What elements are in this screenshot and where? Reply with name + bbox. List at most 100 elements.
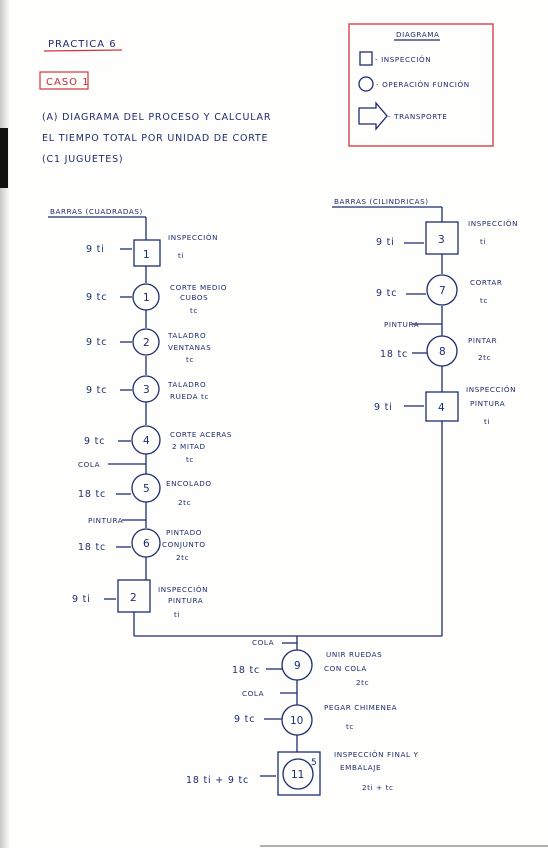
case-label: CASO 1 (46, 77, 90, 88)
step-desc: tc (186, 455, 194, 464)
operation-number: 8 (439, 346, 446, 358)
step-desc: TALADRO (167, 331, 206, 340)
operation-number: 1 (143, 292, 150, 304)
operation-circle-4 (131, 425, 161, 455)
operation-number: 3 (143, 384, 150, 396)
inspection-square-2 (117, 579, 151, 613)
operation-circle-2 (132, 328, 160, 356)
header: PRACTICA 6 CASO 1 (A) DIAGRAMA DEL PROCE… (39, 39, 271, 165)
right-branch-steps: 3 9 ti INSPECCIÓN ti 7 9 tc CORTAR tc PI… (374, 219, 518, 426)
legend: DIAGRAMA - INSPECCIÓN - OPERACIÓN FUNCIÓ… (348, 23, 494, 147)
step-time: 18 tc (380, 349, 408, 360)
operation-circle-7 (426, 274, 458, 306)
operation-circle-8 (426, 335, 458, 367)
step-desc: CORTE ACERAS (170, 430, 232, 439)
step-time: 9 tc (376, 288, 397, 299)
practice-title: PRACTICA 6 (48, 39, 117, 50)
right-branch-label: BARRAS (CILINDRICAS) (334, 197, 429, 206)
step-desc: 2tc (478, 353, 491, 362)
input-label: PINTURA (88, 516, 123, 525)
inspection-number: 3 (438, 234, 445, 246)
input-label: COLA (242, 689, 264, 698)
legend-inspection-label: - INSPECCIÓN (375, 55, 431, 64)
input-label: COLA (252, 638, 274, 647)
step-desc: ENCOLADO (166, 479, 212, 488)
inspection-square-4 (425, 391, 459, 422)
step-desc: CORTAR (470, 278, 503, 287)
binder-edge-mark (0, 128, 8, 188)
combined-circle-11 (282, 758, 314, 790)
step-desc: PEGAR CHIMENEA (324, 703, 397, 712)
operation-circle-10 (281, 704, 313, 736)
input-label: COLA (78, 460, 100, 469)
step-time: 9 ti (72, 594, 91, 605)
statement-line-1: (A) DIAGRAMA DEL PROCESO Y CALCULAR (42, 112, 271, 123)
step-desc: CUBOS (180, 293, 208, 302)
step-desc: tc (186, 355, 194, 364)
step-desc: UNIR RUEDAS (326, 650, 382, 659)
legend-circle-icon (358, 76, 374, 92)
operation-circle-5 (131, 473, 161, 503)
left-branch-steps: 1 9 ti INSPECCIÓN ti 1 9 tc CORTE MEDIO … (72, 233, 232, 619)
step-desc: tc (190, 306, 198, 315)
step-desc: 2tc (176, 553, 189, 562)
step-desc: PINTAR (468, 336, 497, 345)
flow-connectors (108, 207, 443, 752)
operation-circle-1 (132, 283, 160, 311)
corner-number: 5 (311, 758, 317, 768)
step-desc: INSPECCIÓN (168, 233, 218, 242)
inspection-number: 4 (438, 402, 445, 414)
legend-border (348, 23, 494, 147)
operation-number: 7 (439, 285, 446, 297)
step-desc: CON COLA (324, 664, 367, 673)
step-desc: PINTURA (168, 596, 203, 605)
legend-square-icon (359, 51, 373, 66)
operation-number: 11 (291, 769, 304, 781)
statement-line-2: EL TIEMPO TOTAL POR UNIDAD DE CORTE (42, 133, 268, 144)
legend-transport-label: - TRANSPORTE (388, 112, 447, 121)
step-desc: INSPECCIÓN (466, 385, 516, 394)
legend-arrow-icon (358, 101, 388, 131)
step-time: 9 tc (84, 436, 105, 447)
step-time: 9 tc (86, 385, 107, 396)
statement-line-3: (C1 JUGUETES) (42, 154, 123, 165)
merge-steps: COLA 9 18 tc UNIR RUEDAS CON COLA 2tc CO… (186, 638, 418, 796)
step-desc: tc (480, 296, 488, 305)
operation-number: 4 (143, 435, 150, 447)
step-desc: PINTADO (166, 528, 202, 537)
operation-number: 10 (290, 715, 303, 727)
step-desc: 2ti + tc (362, 783, 394, 792)
operation-number: 9 (294, 660, 301, 672)
operation-circle-9 (281, 649, 313, 681)
inspection-square-3 (425, 221, 459, 255)
step-desc: ti (480, 237, 486, 246)
inspection-number: 2 (130, 592, 137, 604)
input-label: PINTURA (384, 320, 419, 329)
step-desc: CONJUNTO (162, 540, 206, 549)
legend-operation-label: - OPERACIÓN FUNCIÓN (376, 80, 470, 89)
step-time: 9 ti (374, 402, 393, 413)
step-desc: TALADRO (167, 380, 206, 389)
step-desc: EMBALAJE (340, 763, 381, 772)
step-time: 9 tc (234, 714, 255, 725)
step-time: 18 tc (232, 665, 260, 676)
step-desc: CORTE MEDIO (170, 283, 227, 292)
inspection-number: 1 (143, 249, 150, 261)
operation-number: 2 (143, 337, 150, 349)
step-time: 9 ti (376, 237, 395, 248)
left-branch-label: BARRAS (CUADRADAS) (50, 207, 143, 216)
step-desc: ti (484, 417, 490, 426)
operation-circle-6 (131, 528, 161, 558)
step-time: 18 tc (78, 489, 106, 500)
case-label-box (39, 71, 89, 90)
step-desc: 2tc (178, 498, 191, 507)
step-time: 18 ti + 9 tc (186, 775, 249, 786)
title-underline (43, 49, 123, 52)
step-desc: ti (174, 610, 180, 619)
operation-number: 5 (143, 483, 150, 495)
step-time: 9 tc (86, 292, 107, 303)
operation-number: 6 (143, 538, 150, 550)
step-desc: VENTANAS (168, 343, 211, 352)
